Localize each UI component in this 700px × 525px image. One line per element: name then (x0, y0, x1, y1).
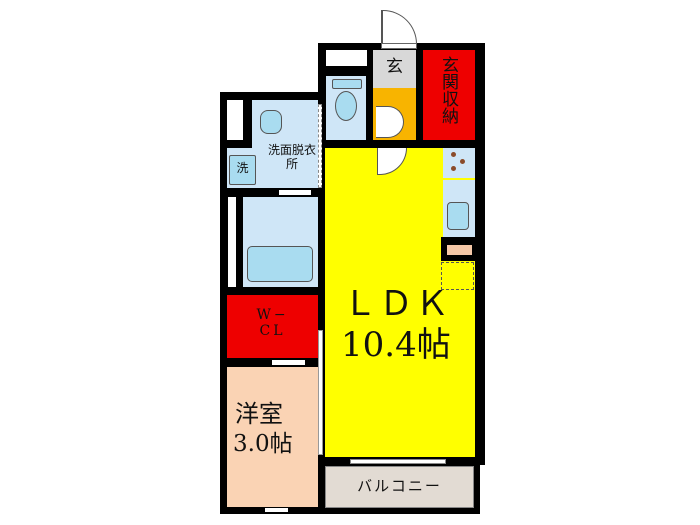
toilet-door-swing[interactable] (376, 106, 404, 138)
burner-icon (460, 159, 465, 164)
closet-door[interactable] (272, 360, 305, 365)
washroom: 洗面脱衣所 (252, 100, 318, 188)
ldk-door-swing[interactable] (377, 148, 407, 175)
ldk-name: ＬＤＫ (343, 284, 451, 324)
bathroom (243, 197, 318, 287)
balcony-window[interactable] (350, 459, 446, 464)
toilet-bowl-icon (335, 91, 357, 121)
western-room: 洋室 3.0帖 (227, 367, 318, 507)
washer-space: 洗 (229, 155, 256, 185)
washroom-sliding-door[interactable] (318, 104, 322, 188)
entrance-storage-label: 玄関収納 (438, 56, 458, 124)
bathtub-icon (247, 246, 313, 282)
ldk-size: 10.4帖 (341, 325, 451, 365)
bath-shelf (228, 197, 236, 287)
toilet-tank-icon (332, 79, 362, 89)
balcony-label: バルコニー (357, 477, 442, 495)
entrance-label: 玄 (386, 57, 403, 77)
western-room-window (265, 508, 288, 512)
stove (443, 148, 475, 178)
entry-door[interactable] (381, 43, 417, 49)
burner-icon (451, 166, 456, 171)
washroom-label: 洗面脱衣所 (268, 143, 317, 171)
ldk-sliding-door[interactable] (318, 330, 323, 455)
left-closet (227, 100, 243, 140)
walk-in-closet-label: W− CL (256, 307, 289, 340)
burner-icon (451, 152, 456, 157)
fridge-space (441, 262, 474, 290)
walk-in-closet: W− CL (227, 295, 318, 358)
top-closet (326, 50, 367, 66)
western-room-name: 洋室 (235, 400, 283, 428)
toilet-room (326, 76, 366, 140)
bath-door[interactable] (279, 190, 311, 195)
western-room-size: 3.0帖 (233, 431, 293, 457)
wash-basin-icon (260, 110, 282, 134)
washer-label: 洗 (236, 161, 249, 175)
entrance-storage: 玄関収納 (423, 50, 475, 140)
entry-door-swing (381, 10, 417, 44)
shelf (447, 245, 472, 255)
entrance: 玄 (373, 50, 416, 88)
balcony: バルコニー (325, 466, 474, 508)
sink-icon (447, 202, 469, 230)
kitchen-counter (443, 180, 475, 237)
